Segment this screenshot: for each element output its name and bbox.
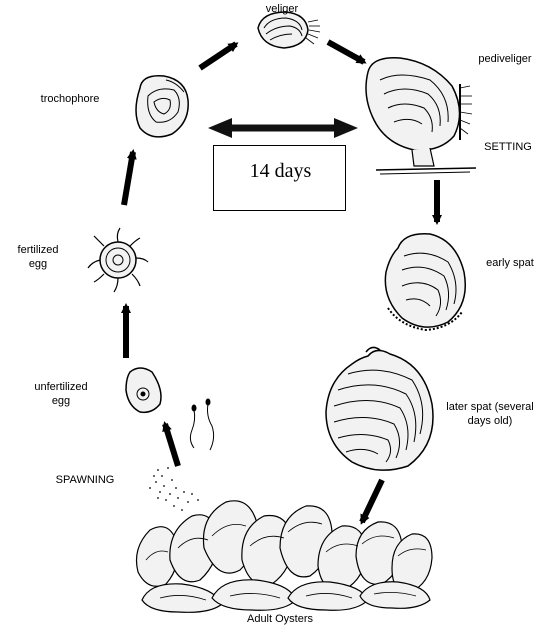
label-unfertilized-egg: unfertilized egg	[26, 380, 96, 408]
veliger-illustration	[258, 12, 320, 48]
duration-double-arrow	[208, 118, 358, 138]
later-spat-illustration	[326, 347, 433, 470]
unfertilized-egg-illustration	[126, 368, 161, 412]
label-pediveliger: pediveliger	[470, 52, 540, 66]
trochophore-illustration	[136, 76, 188, 137]
label-fertilized-egg: fertilized egg	[12, 243, 64, 271]
label-trochophore: trochophore	[30, 92, 110, 106]
pediveliger-illustration	[366, 58, 476, 174]
label-spawning: SPAWNING	[50, 473, 120, 487]
label-early-spat: early spat	[480, 256, 540, 270]
arrow-fertilized-egg-to-trochophore	[124, 152, 133, 205]
arrow-later-spat-to-adults	[362, 480, 382, 522]
label-adult-oysters: Adult Oysters	[230, 612, 330, 626]
adult-oysters-illustration	[137, 501, 433, 613]
duration-box: 14 days	[213, 145, 346, 211]
arrow-spawning-to-unfertilized-egg	[165, 424, 178, 466]
label-later-spat: later spat (several days old)	[440, 400, 540, 428]
label-veliger: veliger	[256, 2, 308, 16]
fertilized-egg-illustration	[88, 228, 148, 292]
label-setting: SETTING	[478, 140, 538, 154]
arrow-veliger-to-pediveliger	[328, 42, 364, 62]
arrow-trochophore-to-veliger	[200, 44, 236, 68]
duration-label: 14 days	[214, 160, 347, 183]
sperm-illustration	[190, 399, 213, 450]
spawning-plume	[149, 467, 199, 511]
early-spat-illustration	[385, 234, 465, 330]
